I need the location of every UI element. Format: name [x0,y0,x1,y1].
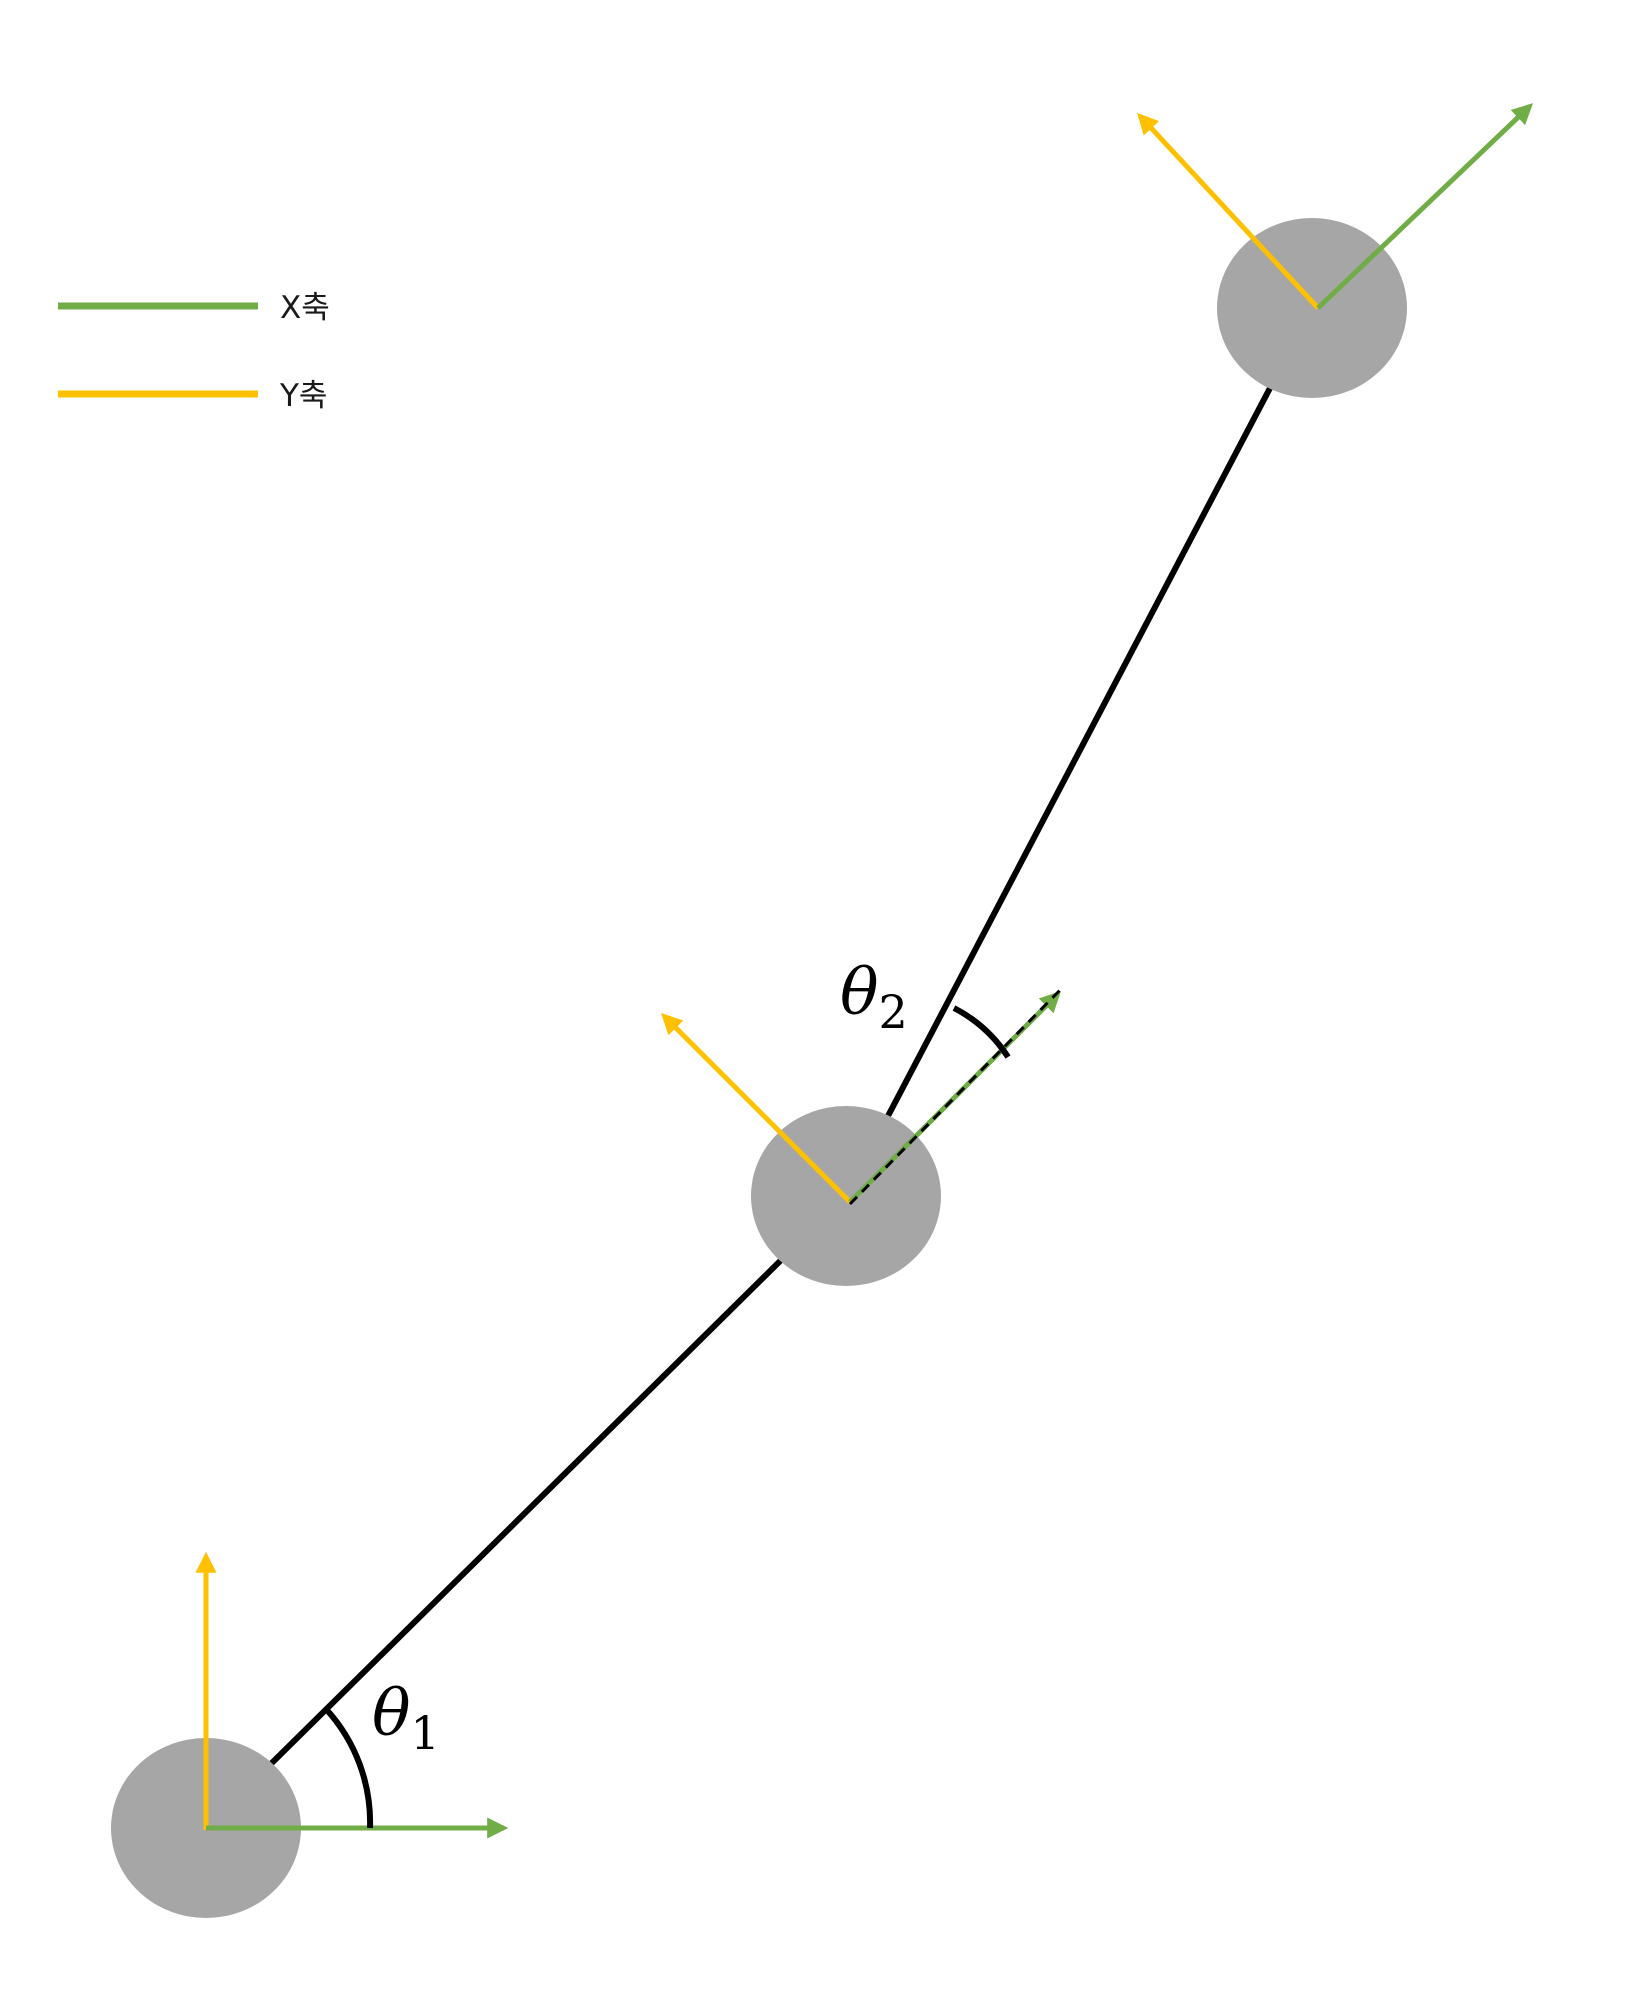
elbow-y-axis-arrow [661,1013,852,1204]
theta1-arc [323,1706,374,1829]
legend-x-axis-label: X축 [280,290,330,326]
link-2 [843,306,1315,1198]
elbow-frame [661,984,1066,1206]
theta2-label: θ2 [840,956,908,1039]
legend: X축 Y축 [58,290,330,414]
end-effector-joint [1217,218,1407,398]
theta1-label: θ1 [372,1677,440,1760]
end-effector-y-axis-arrow [1137,112,1320,310]
legend-y-axis-label: Y축 [279,378,327,414]
end-effector-x-axis-arrow [1316,103,1534,310]
base-frame [195,1551,509,1839]
theta2-arc [952,1005,1011,1059]
link-1 [203,1193,849,1831]
end-effector-frame [1137,103,1534,310]
